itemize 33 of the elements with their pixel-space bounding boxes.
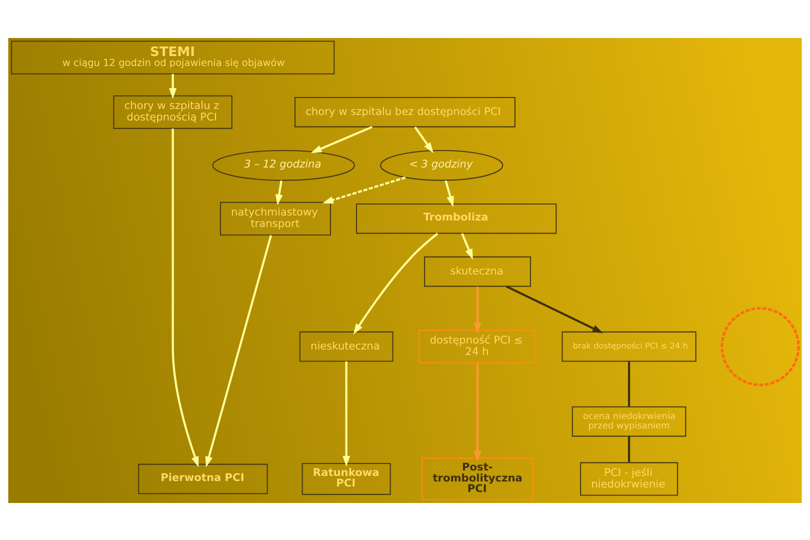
- node-box: STEMI w ciągu 12 godzin od pojawienia się objawów: [10, 40, 335, 74]
- node-box: Post-trombolityczna PCI: [422, 457, 534, 500]
- arrow: [169, 73, 177, 98]
- arrow: [474, 362, 482, 461]
- node-box: PCI - jeśli niedokrwienie: [580, 462, 678, 496]
- arrow: [461, 232, 473, 260]
- arrow: [172, 128, 199, 467]
- node-box: nieskuteczna: [299, 330, 394, 362]
- node-box: ocena niedokrwienia przed wypisaniem: [572, 406, 686, 436]
- node-box: natychmiastowy transport: [220, 201, 331, 235]
- arrow: [205, 234, 272, 467]
- arrow: [310, 125, 373, 153]
- node-ellipse: 3 – 12 godzina: [212, 150, 355, 180]
- node-box: skuteczna: [424, 256, 531, 286]
- node-circle: [720, 306, 800, 386]
- node-box: dostępność PCI ≤ 24 h: [418, 329, 536, 363]
- arrow: [474, 286, 482, 333]
- arrow: [342, 360, 350, 466]
- node-box: Pierwotna PCI: [138, 463, 268, 494]
- arrow: [275, 180, 283, 205]
- connector: [628, 436, 630, 462]
- node-box: chory w szpitalu z dostępnością PCI: [113, 94, 232, 128]
- node-ellipse: < 3 godziny: [380, 150, 504, 180]
- arrow: [353, 232, 438, 334]
- connector: [628, 361, 630, 406]
- arrow: [414, 126, 434, 153]
- node-box: Ratunkowa PCI: [302, 462, 391, 494]
- arrow: [444, 180, 454, 206]
- node-box: Tromboliza: [356, 202, 557, 234]
- arrow: [322, 176, 406, 204]
- node-box: chory w szpitalu bez dostępności PCI: [294, 96, 516, 127]
- node-box: brak dostępności PCI ≤ 24 h: [562, 330, 696, 362]
- arrow: [506, 284, 604, 333]
